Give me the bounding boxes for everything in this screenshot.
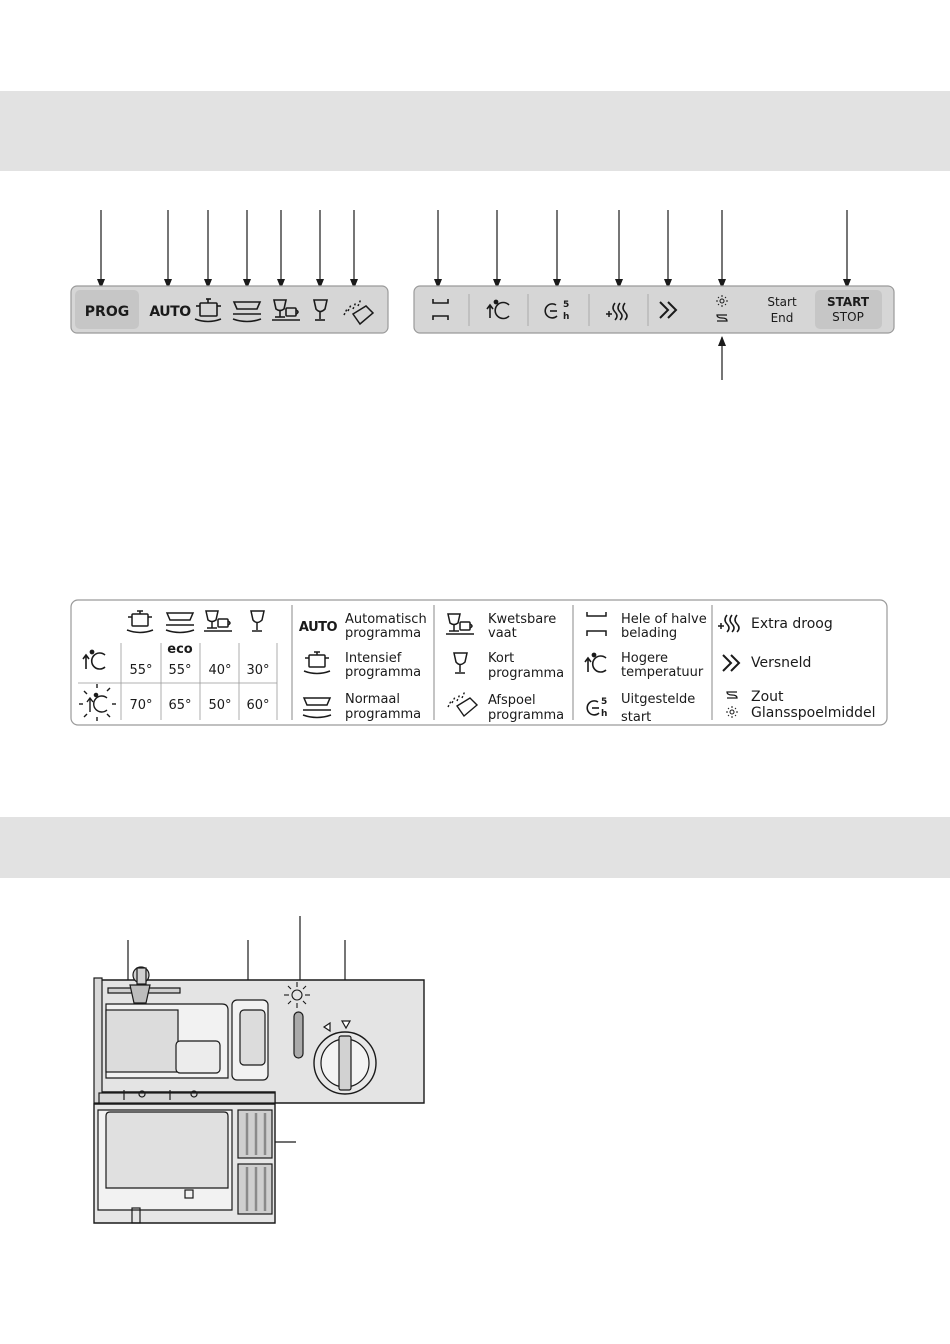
rinse-aid-window	[240, 1010, 265, 1065]
legend-text: vaat	[488, 626, 517, 641]
detergent-dispenser-diagram	[94, 916, 424, 1223]
legend-text: programma	[345, 626, 421, 641]
auto-label: AUTO	[149, 304, 191, 320]
legend-text: Zout	[751, 689, 784, 705]
control-panel: PROG AUTO	[71, 210, 894, 380]
delay-icon-5: 5	[563, 300, 569, 310]
lid-inner	[106, 1112, 228, 1188]
legend-text: Uitgestelde	[621, 692, 695, 707]
legend-text: Automatisch	[345, 612, 427, 627]
legend-text: programma	[345, 665, 421, 680]
temp-value: 55°	[168, 663, 191, 678]
legend-text: Intensief	[345, 651, 402, 666]
indicator-slot	[294, 1012, 303, 1058]
legend-text: Versneld	[751, 655, 811, 671]
legend-text: start	[621, 710, 651, 725]
start-stop-line1: START	[827, 295, 870, 309]
main-compartment-inner	[106, 1010, 178, 1072]
legend-text: Normaal	[345, 692, 400, 707]
housing-inner-frame	[94, 978, 102, 1103]
temp-value: 55°	[129, 663, 152, 678]
legend-text: Afspoel	[488, 693, 536, 708]
temp-value: 50°	[208, 698, 231, 713]
start-end-line1: Start	[767, 295, 797, 309]
hinge-strip	[99, 1093, 275, 1103]
eco-label: eco	[167, 642, 193, 657]
legend-text: programma	[345, 707, 421, 722]
prog-label: PROG	[85, 304, 129, 320]
delay-icon-h: h	[563, 312, 569, 322]
start-stop-line2: STOP	[832, 310, 864, 324]
legend-text: Hele of halve	[621, 612, 707, 627]
delay-icon-5: 5	[601, 697, 607, 707]
legend-text: Glansspoelmiddel	[751, 705, 876, 721]
delay-icon-h: h	[601, 709, 607, 719]
start-end-line2: End	[771, 311, 794, 325]
legend-text: programma	[488, 666, 564, 681]
legend-text: programma	[488, 708, 564, 723]
auto-label: AUTO	[299, 620, 338, 635]
temp-value: 60°	[246, 698, 269, 713]
legend-text: Kwetsbare	[488, 612, 556, 627]
legend-panel: eco 55° 55° 40° 30° 70° 65° 50° 60° AUTO	[71, 600, 887, 725]
legend-text: temperatuur	[621, 665, 704, 680]
temp-value: 40°	[208, 663, 231, 678]
legend-text: Extra droog	[751, 616, 833, 632]
temp-value: 65°	[168, 698, 191, 713]
legend-text: Kort	[488, 651, 514, 666]
temp-value: 30°	[246, 663, 269, 678]
legend-text: Hogere	[621, 651, 668, 666]
legend-text: belading	[621, 626, 677, 641]
prewash-pocket	[176, 1041, 220, 1073]
temp-value: 70°	[129, 698, 152, 713]
